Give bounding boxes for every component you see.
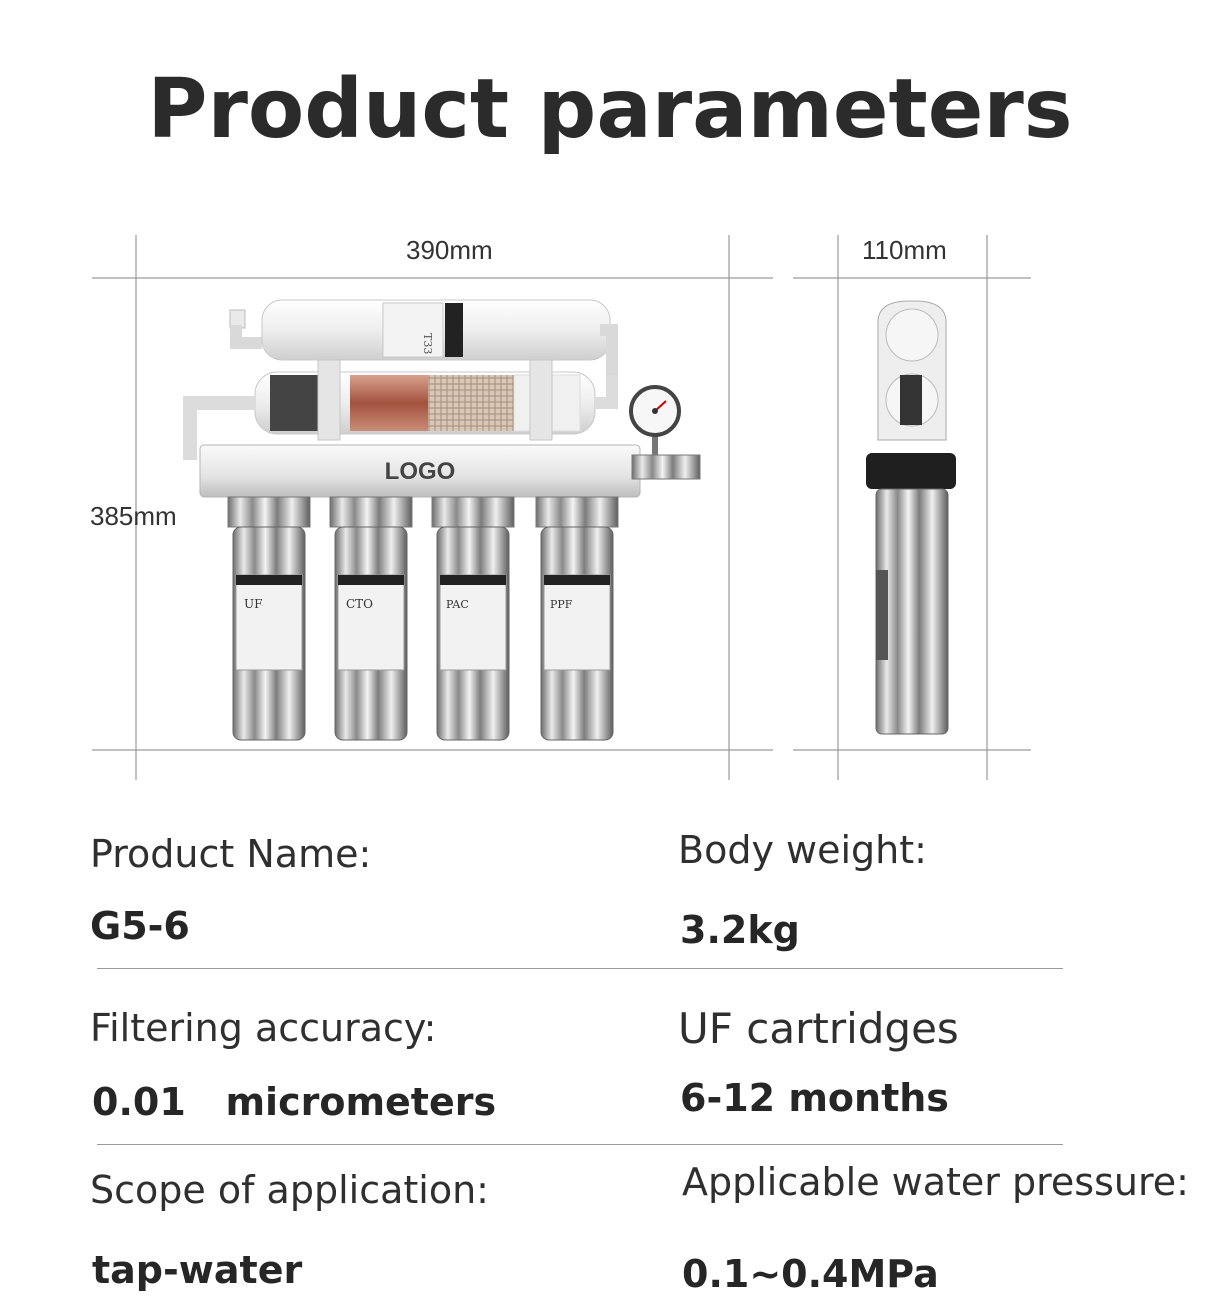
logo-text: LOGO — [385, 458, 456, 485]
page-title: Product parameters — [147, 62, 1073, 157]
scope-value: tap-water — [92, 1248, 303, 1292]
dimension-lines-front — [92, 235, 773, 780]
product-dimension-figure: T33 LOGO — [0, 225, 1220, 795]
divider — [97, 968, 1063, 969]
cartridge-CTO: CTO — [329, 496, 413, 741]
top-filter-label: T33 — [421, 333, 434, 354]
pressure-value: 0.1~0.4MPa — [682, 1252, 939, 1296]
cartridge-label: PAC — [446, 598, 469, 611]
cartridge-label: CTO — [346, 597, 373, 611]
pressure-gauge-icon — [629, 385, 681, 465]
pressure-label: Applicable water pressure: — [682, 1160, 1189, 1204]
uf-cartridges-value: 6-12 months — [680, 1076, 949, 1120]
manifold: LOGO — [199, 444, 701, 498]
uf-cartridges-label: UF cartridges — [678, 1004, 959, 1053]
cartridge-UF: UF — [227, 496, 311, 741]
product-drawing: T33 LOGO — [92, 235, 1031, 780]
cartridge-label: UF — [244, 597, 262, 611]
width-dimension: 390mm — [406, 235, 493, 265]
body-weight-label: Body weight: — [678, 828, 927, 872]
cartridge-label: PPF — [550, 598, 573, 611]
middle-filter — [183, 359, 618, 460]
scope-label: Scope of application: — [90, 1168, 489, 1212]
cartridge-PAC: PAC — [431, 496, 515, 741]
height-dimension: 385mm — [90, 501, 177, 531]
product-name-label: Product Name: — [90, 832, 372, 876]
top-filter: T33 — [229, 299, 618, 375]
cartridge-PPF: PPF — [535, 496, 619, 741]
filtering-accuracy-value: 0.01 micrometers — [92, 1080, 497, 1124]
divider — [97, 1144, 1063, 1145]
dimension-lines-side — [793, 235, 1031, 780]
product-name-value: G5-6 — [90, 904, 190, 948]
filtering-accuracy-label: Filtering accuracy: — [90, 1006, 437, 1050]
body-weight-value: 3.2kg — [680, 908, 800, 952]
depth-dimension: 110mm — [862, 235, 947, 265]
side-view-product — [866, 300, 956, 735]
